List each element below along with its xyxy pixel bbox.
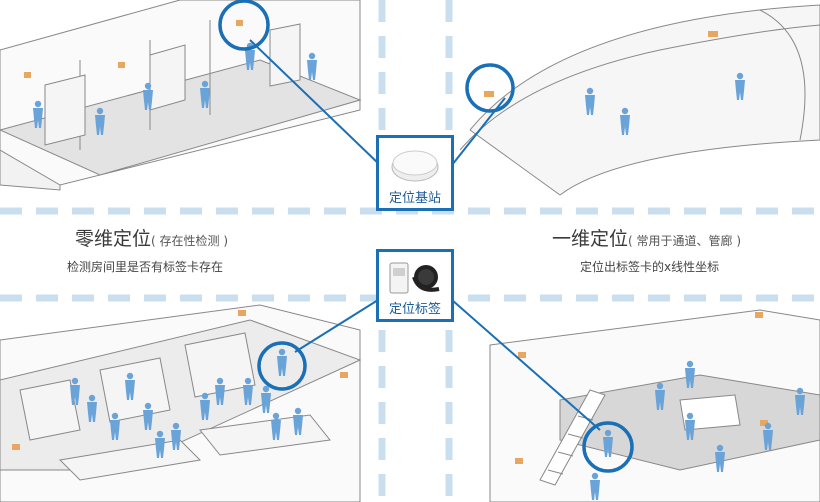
- highlight-circles: [218, 0, 634, 473]
- person-icon: [143, 82, 153, 110]
- person-icon: [620, 107, 630, 135]
- base-station-icon: [391, 150, 439, 182]
- person-icon: [87, 394, 97, 422]
- person-icon: [590, 472, 600, 500]
- connector-top-left: [249, 39, 381, 166]
- person-icon: [585, 87, 595, 115]
- person-icon: [685, 360, 695, 388]
- one-dim-title-note: ( 常用于通道、管廊 ): [628, 234, 742, 248]
- connector-bottom-right: [451, 299, 601, 431]
- zero-dim-title-text: 零维定位: [75, 228, 152, 250]
- person-icon: [110, 412, 120, 440]
- person-icon: [200, 80, 210, 108]
- person-icon: [293, 407, 303, 435]
- person-icon: [795, 387, 805, 415]
- person-icon: [685, 412, 695, 440]
- person-icon: [70, 377, 80, 405]
- person-icon: [307, 52, 317, 80]
- person-icon: [603, 429, 613, 457]
- one-dim-title: 一维定位( 常用于通道、管廊 ): [552, 224, 741, 251]
- warehouse-scene: [0, 304, 362, 502]
- one-dim-subtitle: 定位出标签卡的x线性坐标: [580, 260, 720, 274]
- person-icon: [277, 348, 287, 376]
- person-icon: [715, 444, 725, 472]
- person-icon: [215, 377, 225, 405]
- person-icon: [271, 412, 281, 440]
- person-icon: [243, 377, 253, 405]
- person-icon: [155, 430, 165, 458]
- highlight-circle-stairs: [582, 421, 634, 473]
- tunnel-scene: [459, 4, 820, 196]
- people-group: [33, 42, 805, 500]
- office-rooms-scene: [0, 0, 362, 191]
- tag-device-icon: [389, 262, 440, 294]
- highlight-circle-office: [218, 0, 270, 51]
- mezzanine-scene: [489, 309, 820, 502]
- person-icon: [143, 402, 153, 430]
- person-icon: [735, 72, 745, 100]
- zero-dim-subtitle: 检测房间里是否有标签卡存在: [67, 260, 224, 274]
- zero-dim-title: 零维定位( 存在性检测 ): [75, 224, 228, 251]
- highlight-circle-warehouse: [257, 341, 307, 391]
- base-station-label: 定位基站: [388, 191, 441, 206]
- person-icon: [261, 385, 271, 413]
- person-icon: [655, 382, 665, 410]
- zero-dim-title-note: ( 存在性检测 ): [151, 234, 229, 248]
- person-icon: [95, 107, 105, 135]
- highlight-circle-tunnel: [465, 63, 515, 113]
- base-station-box: 定位基站: [376, 135, 454, 211]
- person-icon: [125, 372, 135, 400]
- person-icon: [171, 422, 181, 450]
- person-icon: [33, 100, 43, 128]
- one-dim-title-text: 一维定位: [552, 228, 629, 250]
- person-icon: [200, 392, 210, 420]
- person-icon: [763, 422, 773, 450]
- tag-label: 定位标签: [388, 302, 441, 317]
- tag-box: 定位标签: [376, 249, 454, 322]
- connector-bottom-left: [294, 299, 379, 353]
